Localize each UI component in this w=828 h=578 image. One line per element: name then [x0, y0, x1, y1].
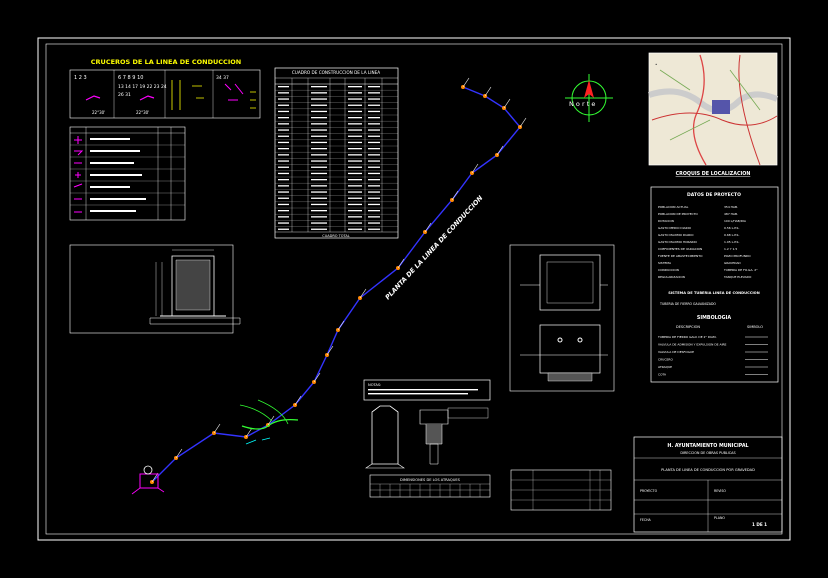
project-data-value: TUBERIA DE FO.GA. 2"	[723, 268, 758, 272]
thrust-block-detail	[365, 405, 489, 469]
project-data-value: POZO PROFUNDO	[724, 254, 751, 258]
sheet-border	[37, 37, 791, 541]
project-data-key: GASTO MEDIO DIARIO	[658, 226, 692, 230]
project-data-title: DATOS DE PROYECTO	[687, 192, 741, 198]
symbology-head-sym: SIMBOLO	[747, 325, 763, 329]
project-data-value: 354 HAB.	[724, 205, 738, 209]
symbol-desc: VALVULA DE DESFOGUE	[658, 350, 694, 354]
location-map-caption: CROQUIS DE LOCALIZACION	[676, 171, 751, 177]
crossing-nums-a: 1 2 3	[74, 75, 87, 81]
project-data-key: DOTACION	[658, 219, 674, 223]
symbol-desc: TUBERIA DE FIERRO GALV. DE 2" DIAM.	[657, 335, 717, 339]
project-data-value: 487 HAB.	[724, 212, 738, 216]
north-label: N o r t e	[569, 100, 595, 108]
crossing-nums-d: 26 31	[118, 92, 131, 98]
project-data-value: TANQUE ELEVADO	[723, 275, 752, 279]
project-data-key: FUENTE DE ABASTECIMIENTO	[658, 254, 703, 258]
symbol-desc: CRUCERO	[658, 358, 673, 362]
notes-box: NOTAS:	[363, 379, 491, 401]
crossing-nums-b: 6 7 8 9 10	[118, 75, 143, 81]
project-data-value: 0.68 L.P.S.	[724, 233, 739, 237]
project-data-key: COEFICIENTES DE VARIACION	[658, 247, 702, 251]
sheet-inner-border	[45, 43, 783, 535]
stream-crossing	[241, 419, 299, 430]
notes-title: NOTAS:	[368, 383, 381, 387]
project-data-key: SISTEMA	[658, 261, 672, 265]
crossing-angle-a: 22°30'	[92, 110, 105, 115]
project-data-key: GASTO MAXIMO DIARIO	[658, 233, 694, 237]
title-block-date-label: FECHA	[640, 518, 651, 522]
valve-box-detail	[509, 244, 615, 392]
crossing-nums-c: 13 14 17 19 22 23 24	[118, 84, 167, 90]
north-arrow: N o r t e	[565, 74, 613, 122]
crossing-angle-b: 22°30'	[136, 110, 149, 115]
project-data-key: GASTO MAXIMO HORARIO	[658, 240, 698, 244]
location-map: • CROQUIS DE LOCALIZACION	[648, 52, 779, 177]
coordinates-table-footer: CUADRO TOTAL	[322, 234, 350, 238]
title-block-line2: DIRECCION DE OBRAS PUBLICAS	[680, 451, 735, 455]
title-block-sheet-no: 1 DE 1	[752, 522, 767, 527]
symbol-desc: VALVULA DE ADMISION Y EXPULSION DE AIRE	[658, 343, 727, 347]
title-block-designer: PROYECTO	[640, 489, 658, 493]
project-data-value: 1.05 L.P.S.	[724, 240, 739, 244]
box-detail	[69, 244, 241, 334]
tank-symbol	[131, 465, 165, 495]
revisions-table	[510, 469, 612, 511]
title-block-line1: H. AYUNTAMIENTO MUNICIPAL	[667, 443, 748, 449]
project-data-value: 1.2 Y 1.5	[724, 247, 737, 251]
coordinates-table-title: CUADRO DE CONSTRUCCION DE LA LINEA	[292, 70, 380, 75]
project-data-value: 100 L/HAB/DIA	[724, 219, 747, 223]
title-block: H. AYUNTAMIENTO MUNICIPAL DIRECCION DE O…	[633, 436, 783, 533]
project-data-key: POBLACION ACTUAL	[658, 205, 689, 209]
pieces-table	[69, 126, 186, 221]
project-pipe-spec: TUBERIA DE FIERRO GALVANIZADO	[659, 302, 716, 306]
title-block-sheet-label: PLANO	[714, 516, 725, 520]
symbology-title: SIMBOLOGIA	[697, 315, 731, 321]
crossings-panel: CRUCEROS DE LA LINEA DE CONDUCCION 1 2 3…	[69, 58, 261, 119]
symbology-head-desc: DESCRIPCION	[676, 325, 700, 329]
project-data-key: POBLACION DE PROYECTO	[658, 212, 698, 216]
title-block-line3: PLANTA DE LINEA DE CONDUCCION POR GRAVED…	[661, 468, 755, 472]
project-data-subtitle: SISTEMA DE TUBERIA LINEA DE CONDUCCION	[668, 291, 760, 295]
project-data-panel: DATOS DE PROYECTO POBLACION ACTUAL 354 HA…	[650, 186, 779, 383]
pipeline-label: PLANTA DE LA LINEA DE CONDUCCION	[384, 194, 485, 302]
symbol-desc: ATRAQUE	[658, 365, 672, 369]
symbol-desc: COTA	[658, 373, 667, 377]
crossing-nums-e: 34 37	[216, 75, 229, 81]
atraques-table: DIMENSIONES DE LOS ATRAQUES	[369, 474, 491, 498]
project-data-key: CONDUCCION	[658, 268, 679, 272]
project-data-key: REGULARIZACION	[658, 275, 685, 279]
project-data-value: GRAVEDAD	[724, 261, 741, 265]
atraques-title: DIMENSIONES DE LOS ATRAQUES	[400, 478, 461, 482]
project-data-value: 0.56 L.P.S.	[724, 226, 739, 230]
title-block-reviewer: REVISO	[714, 489, 726, 493]
coordinates-table: CUADRO DE CONSTRUCCION DE LA LINEA CUADR…	[274, 67, 399, 239]
crossings-title: CRUCEROS DE LA LINEA DE CONDUCCION	[91, 58, 241, 66]
svg-text:•: •	[655, 62, 657, 67]
